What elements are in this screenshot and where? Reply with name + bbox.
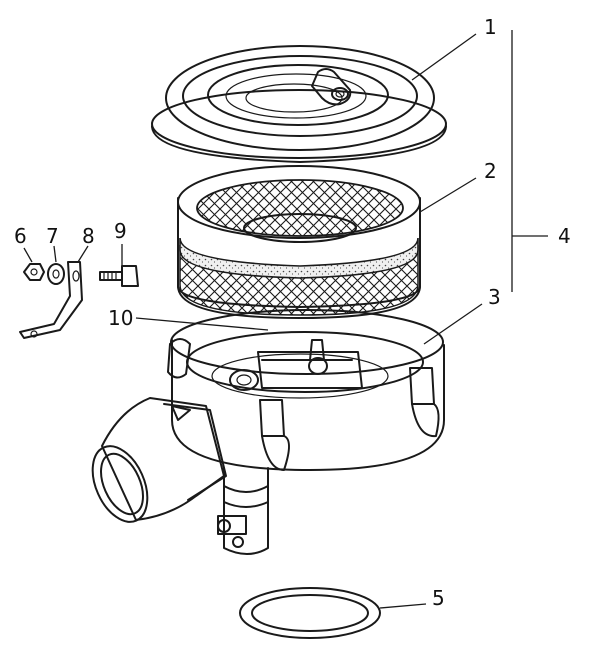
leader-3 — [423, 303, 483, 345]
callout-5: 5 — [432, 586, 445, 610]
leader-7 — [53, 245, 57, 263]
callout-8: 8 — [82, 224, 95, 248]
cover-part — [151, 45, 447, 163]
callout-1: 1 — [484, 15, 497, 39]
callout-3: 3 — [488, 285, 501, 309]
leader-8 — [77, 245, 89, 263]
bolt-9 — [99, 265, 139, 287]
callout-6: 6 — [14, 224, 27, 248]
bracket-8 — [19, 261, 83, 339]
filter-element-part — [177, 165, 421, 319]
callout-4: 4 — [558, 224, 571, 248]
callout-labels: 1 2 3 4 5 6 7 8 9 10 — [14, 15, 571, 610]
leader-10 — [135, 317, 269, 331]
callout-2: 2 — [484, 159, 497, 183]
washer-7 — [47, 263, 65, 285]
callout-7: 7 — [46, 224, 59, 248]
nut-6 — [23, 263, 45, 281]
leader-2 — [419, 177, 477, 213]
leader-5 — [379, 603, 427, 609]
leader-1 — [411, 33, 477, 81]
housing-part — [91, 309, 445, 555]
gasket-part — [239, 587, 381, 639]
leader-6 — [23, 247, 33, 263]
callout-9: 9 — [114, 219, 127, 243]
callout-10: 10 — [108, 306, 133, 330]
leader-lines — [23, 30, 548, 609]
